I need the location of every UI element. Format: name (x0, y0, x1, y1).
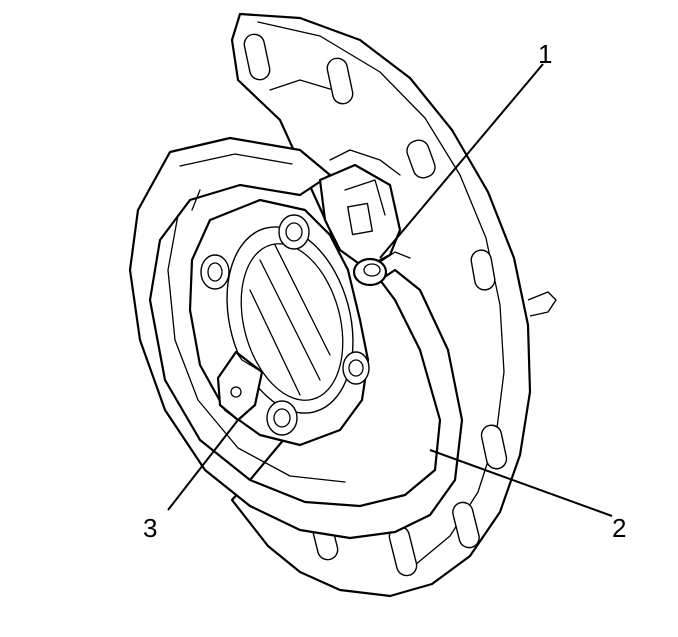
leader-line-3 (167, 419, 239, 511)
leader-line-1 (379, 63, 544, 259)
callout-label-3: 3 (143, 513, 157, 543)
hub-bolt-holes (200, 214, 370, 436)
leader-lines (167, 63, 613, 517)
callout-label-1: 1 (538, 39, 552, 69)
shoe-bracket (216, 350, 264, 422)
shoe-pin (352, 251, 411, 287)
callout-label-2: 2 (612, 513, 626, 543)
leader-line-2 (429, 449, 613, 517)
brake-shoe (128, 136, 464, 540)
